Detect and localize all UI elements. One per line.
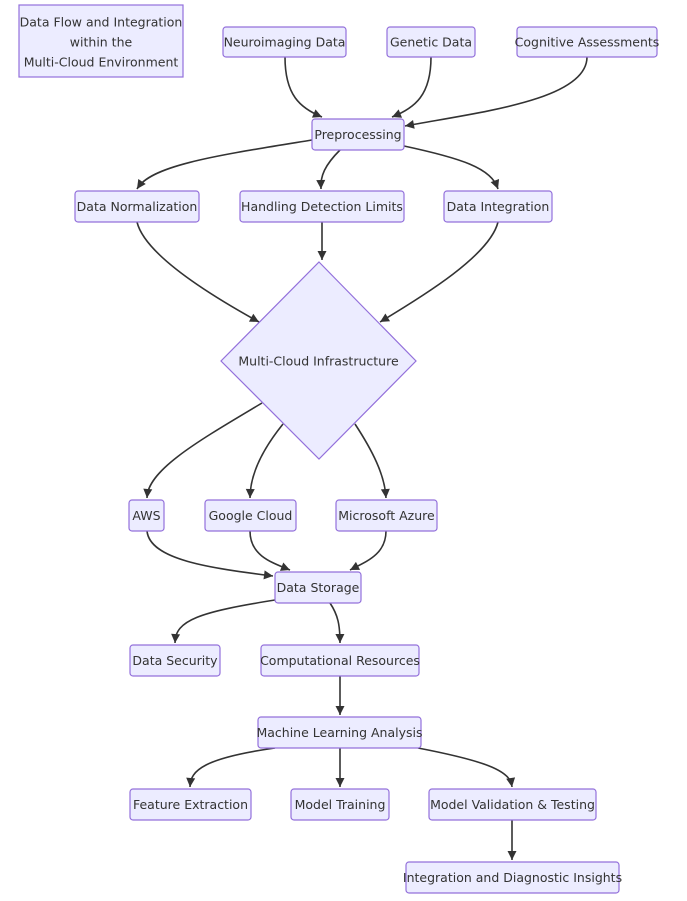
edge-ml-to-validation bbox=[417, 747, 513, 788]
arrowhead-neuroimaging-to-preprocessing bbox=[311, 109, 322, 118]
arrowhead-ml-to-feature bbox=[186, 777, 196, 787]
node-data-security-label: Data Security bbox=[132, 653, 218, 668]
diagram-title: Data Flow and Integration within the Mul… bbox=[18, 4, 184, 78]
arrowhead-storage-to-computational bbox=[335, 633, 345, 643]
edge-preprocessing-to-detection bbox=[320, 149, 341, 190]
node-google-cloud[interactable]: Google Cloud bbox=[204, 499, 297, 532]
node-model-training-label: Model Training bbox=[295, 797, 386, 812]
node-neuroimaging-data[interactable]: Neuroimaging Data bbox=[222, 26, 347, 58]
node-data-integration[interactable]: Data Integration bbox=[443, 190, 553, 223]
node-handling-detection-limits-label: Handling Detection Limits bbox=[241, 199, 403, 214]
node-google-cloud-label: Google Cloud bbox=[209, 508, 293, 523]
node-data-normalization[interactable]: Data Normalization bbox=[74, 190, 200, 223]
edge-multicloud-to-aws bbox=[146, 402, 263, 499]
arrowhead-multicloud-to-google bbox=[245, 488, 255, 498]
node-genetic-data[interactable]: Genetic Data bbox=[386, 26, 476, 58]
node-machine-learning-analysis[interactable]: Machine Learning Analysis bbox=[256, 716, 423, 749]
node-data-security[interactable]: Data Security bbox=[129, 644, 221, 677]
edge-ml-to-feature bbox=[189, 747, 276, 788]
arrowhead-azure-to-storage bbox=[350, 561, 361, 570]
arrowhead-ml-to-training bbox=[335, 778, 345, 787]
arrowhead-aws-to-storage bbox=[263, 570, 273, 580]
edge-cognitive-to-preprocessing bbox=[404, 56, 588, 127]
node-computational-resources[interactable]: Computational Resources bbox=[260, 644, 420, 677]
node-cognitive-assessments-label: Cognitive Assessments bbox=[515, 35, 660, 50]
node-handling-detection-limits[interactable]: Handling Detection Limits bbox=[239, 190, 405, 223]
edge-multicloud-to-azure bbox=[354, 423, 387, 499]
node-microsoft-azure-label: Microsoft Azure bbox=[338, 508, 435, 523]
node-data-storage-label: Data Storage bbox=[277, 580, 360, 595]
arrowhead-google-to-storage bbox=[279, 562, 290, 571]
arrowhead-integration-to-multicloud bbox=[380, 313, 391, 322]
arrowhead-validation-to-insights bbox=[507, 851, 517, 860]
edge-aws-to-storage bbox=[146, 530, 274, 577]
node-data-integration-label: Data Integration bbox=[447, 199, 550, 214]
edge-genetic-to-preprocessing bbox=[391, 56, 432, 118]
edge-preprocessing-to-integration bbox=[403, 145, 499, 190]
diagram-title-line-2: within the bbox=[70, 35, 133, 50]
node-preprocessing[interactable]: Preprocessing bbox=[311, 118, 405, 151]
node-preprocessing-label: Preprocessing bbox=[314, 127, 401, 142]
arrowhead-detection-to-multicloud bbox=[317, 251, 327, 260]
edges-layer bbox=[136, 56, 588, 860]
node-model-validation-testing-label: Model Validation & Testing bbox=[430, 797, 595, 812]
arrowhead-preprocessing-to-integration bbox=[490, 178, 500, 189]
arrowhead-multicloud-to-azure bbox=[380, 488, 390, 498]
arrowhead-preprocessing-to-detection bbox=[316, 179, 326, 189]
node-integration-diagnostic-insights-label: Integration and Diagnostic Insights bbox=[403, 870, 622, 885]
node-computational-resources-label: Computational Resources bbox=[260, 653, 420, 668]
arrowhead-cognitive-to-preprocessing bbox=[405, 119, 415, 129]
node-aws-label: AWS bbox=[132, 508, 160, 523]
node-cognitive-assessments[interactable]: Cognitive Assessments bbox=[515, 26, 660, 58]
arrowhead-computational-to-ml bbox=[335, 706, 345, 715]
edge-storage-to-security bbox=[174, 599, 276, 644]
arrowhead-ml-to-validation bbox=[506, 777, 516, 787]
arrowhead-normalization-to-multicloud bbox=[248, 313, 259, 322]
edge-preprocessing-to-normalization bbox=[136, 139, 313, 190]
arrowhead-genetic-to-preprocessing bbox=[392, 109, 403, 118]
node-multi-cloud-infrastructure-label: Multi-Cloud Infrastructure bbox=[238, 354, 399, 369]
edge-multicloud-to-google bbox=[249, 423, 284, 499]
node-data-storage[interactable]: Data Storage bbox=[274, 571, 362, 604]
arrowhead-multicloud-to-aws bbox=[143, 488, 153, 498]
node-multi-cloud-infrastructure[interactable]: Multi-Cloud Infrastructure bbox=[220, 261, 417, 460]
node-machine-learning-analysis-label: Machine Learning Analysis bbox=[256, 725, 422, 740]
node-model-validation-testing[interactable]: Model Validation & Testing bbox=[428, 788, 597, 821]
edge-integration-to-multicloud bbox=[379, 221, 499, 323]
node-genetic-data-label: Genetic Data bbox=[390, 35, 472, 50]
node-feature-extraction-label: Feature Extraction bbox=[133, 797, 248, 812]
node-aws[interactable]: AWS bbox=[128, 499, 165, 532]
diagram-title-line-1: Data Flow and Integration bbox=[20, 15, 183, 30]
node-data-normalization-label: Data Normalization bbox=[77, 199, 198, 214]
edge-neuroimaging-to-preprocessing bbox=[284, 56, 323, 118]
arrowhead-preprocessing-to-normalization bbox=[137, 179, 146, 189]
node-feature-extraction[interactable]: Feature Extraction bbox=[129, 788, 252, 821]
node-integration-diagnostic-insights[interactable]: Integration and Diagnostic Insights bbox=[403, 861, 622, 894]
node-model-training[interactable]: Model Training bbox=[290, 788, 390, 821]
node-microsoft-azure[interactable]: Microsoft Azure bbox=[335, 499, 438, 532]
edge-normalization-to-multicloud bbox=[136, 221, 260, 323]
node-neuroimaging-data-label: Neuroimaging Data bbox=[224, 35, 346, 50]
diagram-title-line-3: Multi-Cloud Environment bbox=[24, 55, 179, 70]
arrowhead-storage-to-security bbox=[171, 633, 181, 643]
